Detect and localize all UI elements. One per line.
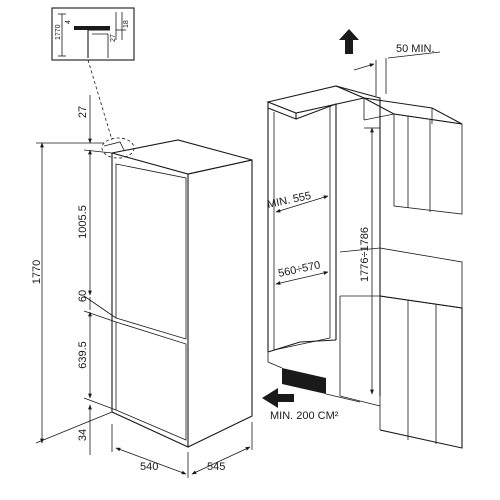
dim-lower-door: 639.5 bbox=[77, 341, 89, 369]
inset-callout-circle bbox=[101, 137, 135, 159]
dim-depth: 545 bbox=[207, 461, 225, 473]
airflow-up-arrow bbox=[339, 29, 359, 54]
dim-upper-door: 1005.5 bbox=[77, 205, 89, 239]
dim-niche-width-range: 560÷570 bbox=[277, 259, 321, 280]
airflow-in-arrow bbox=[262, 388, 294, 408]
dim-min-vent-bottom: MIN. 200 CM² bbox=[270, 410, 339, 422]
appliance-body bbox=[103, 139, 253, 448]
inset-label-height: 1770 bbox=[55, 24, 62, 40]
dim-door-gap: 60 bbox=[77, 290, 89, 302]
appliance-dimensions: 1770 27 1005.5 60 639.5 34 540 545 bbox=[31, 95, 253, 478]
upper-door bbox=[115, 163, 187, 340]
inset-callout-line bbox=[87, 59, 113, 141]
lower-door bbox=[115, 321, 187, 441]
dim-top-gap: 27 bbox=[77, 106, 89, 118]
dim-width: 540 bbox=[140, 461, 158, 473]
inset-label-top: 4 bbox=[65, 20, 72, 24]
dim-total-height: 1770 bbox=[31, 260, 43, 284]
vent-grille bbox=[282, 368, 326, 394]
detail-inset: 1770 4 27 18 bbox=[51, 7, 135, 61]
dim-min-vent-top: 50 MIN. bbox=[396, 43, 435, 55]
inset-panel-top bbox=[74, 26, 110, 30]
niche-cabinet bbox=[266, 85, 463, 449]
dim-bottom-gap: 34 bbox=[77, 429, 89, 441]
dim-niche-height-range: 1776÷1786 bbox=[359, 227, 371, 282]
inset-label-side: 18 bbox=[123, 20, 130, 28]
niche-dimensions: MIN. 555 560÷570 1776÷1786 50 MIN. MIN. … bbox=[262, 29, 441, 422]
inset-label-gap: 27 bbox=[110, 34, 117, 42]
